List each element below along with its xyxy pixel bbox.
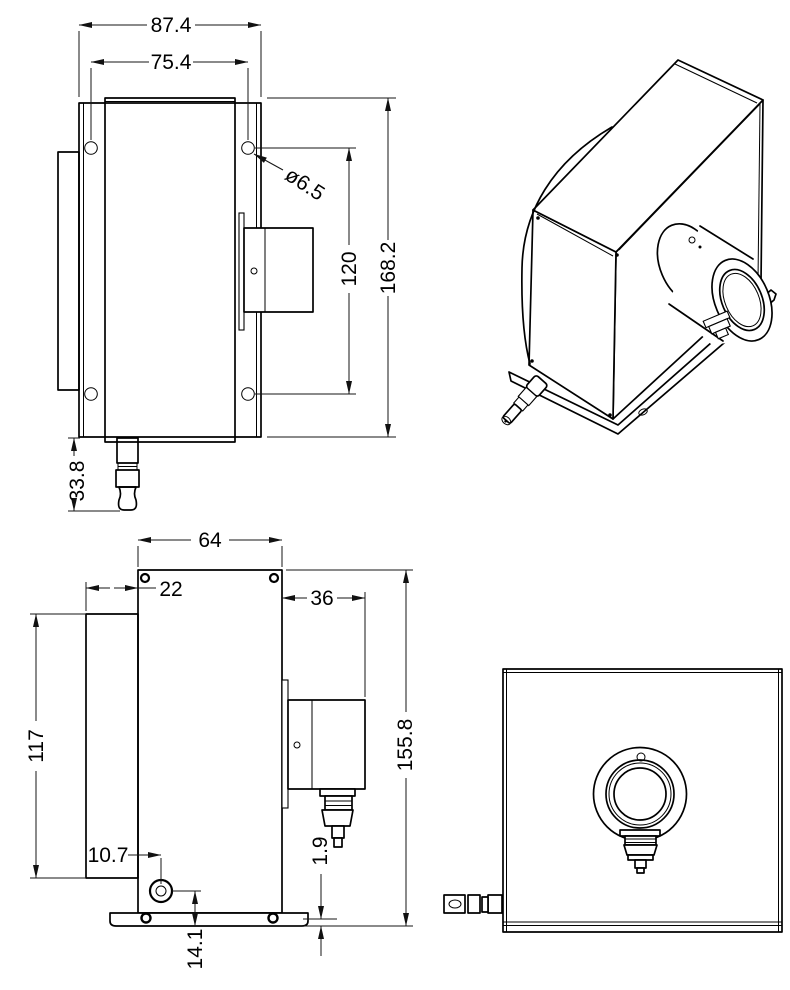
dim-label: ø6.5 bbox=[281, 163, 329, 205]
flange-index-hole bbox=[688, 236, 696, 244]
screw-hole bbox=[268, 572, 280, 584]
mounting-hole bbox=[84, 387, 98, 401]
dim-lens-depth: 36 bbox=[281, 587, 366, 697]
iso-gland bbox=[702, 310, 731, 340]
dim-label: 155.8 bbox=[394, 719, 417, 772]
dim-label: 33.8 bbox=[66, 461, 89, 502]
dim-label: 75.4 bbox=[151, 51, 192, 74]
lens-bore-circle bbox=[613, 767, 667, 821]
lens-ring bbox=[605, 759, 675, 829]
mounting-hole bbox=[84, 141, 98, 155]
dim-label: 168.2 bbox=[377, 242, 400, 295]
dim-label: 117 bbox=[25, 729, 48, 762]
screw-hole bbox=[139, 572, 151, 584]
lens-flange-circle bbox=[592, 746, 688, 842]
iso-connector-stub bbox=[501, 375, 548, 426]
dim-label: 10.7 bbox=[88, 844, 129, 867]
dim-label: 22 bbox=[159, 578, 182, 601]
dim-front-overall-width: 87.4 bbox=[78, 14, 262, 97]
dim-side-body-width: 64 bbox=[137, 529, 283, 567]
mounting-hole bbox=[241, 141, 255, 155]
dim-label: 1.9 bbox=[309, 836, 332, 865]
iso-view bbox=[501, 59, 777, 435]
set-screw-hole bbox=[250, 267, 258, 275]
dim-plate-width: 22 bbox=[85, 578, 183, 611]
back-view bbox=[443, 668, 783, 933]
lens-bore bbox=[718, 268, 766, 332]
internal-drum-edge bbox=[520, 126, 613, 365]
dim-connector-length: 33.8 bbox=[66, 437, 120, 512]
iso-top-face bbox=[532, 59, 764, 253]
dim-front-hole-pitch-height: 120 bbox=[255, 147, 361, 395]
front-plate bbox=[104, 97, 236, 443]
dim-hole-offset-y: 14.1 bbox=[172, 890, 207, 970]
side-view: 64 22 36 117 bbox=[25, 529, 417, 969]
lens-housing-profile bbox=[238, 212, 314, 331]
dim-front-overall-height: 168.2 bbox=[267, 97, 400, 438]
dim-base-lip: 1.9 bbox=[303, 836, 337, 956]
screw-dot bbox=[530, 359, 534, 363]
dim-side-overall-height: 155.8 bbox=[250, 569, 417, 927]
back-panel bbox=[502, 668, 783, 933]
screw-dot bbox=[536, 216, 540, 220]
dim-label: 87.4 bbox=[151, 14, 192, 37]
front-view: 87.4 75.4 ø6.5 120 168.2 bbox=[57, 14, 400, 512]
mounting-hole bbox=[241, 387, 255, 401]
foot-hole bbox=[140, 912, 152, 924]
screw-dot bbox=[615, 253, 619, 257]
dim-front-hole-pitch-width: 75.4 bbox=[90, 51, 249, 140]
dim-label: 64 bbox=[198, 529, 222, 552]
dim-plate-height: 117 bbox=[25, 613, 86, 879]
back-plate-side bbox=[85, 613, 139, 879]
housing-outline bbox=[78, 102, 262, 438]
dim-label: 120 bbox=[338, 251, 361, 286]
screw-dot bbox=[608, 413, 612, 417]
dim-hole-diameter: ø6.5 bbox=[253, 153, 329, 206]
set-screw-hole bbox=[293, 741, 301, 749]
dim-label: 36 bbox=[310, 587, 333, 610]
cable-gland-back bbox=[619, 829, 661, 874]
iso-lens bbox=[656, 222, 773, 345]
foot-hole bbox=[267, 912, 279, 924]
side-connector-back bbox=[443, 894, 503, 914]
housing-outline-side bbox=[137, 569, 283, 914]
cable-gland-side bbox=[319, 788, 356, 848]
dim-label: 14.1 bbox=[184, 929, 207, 970]
flange-index-hole bbox=[636, 752, 646, 762]
cable-connector bbox=[115, 437, 140, 511]
dim-hole-offset-x: 10.7 bbox=[88, 844, 162, 884]
side-plate bbox=[57, 151, 80, 391]
base-hole bbox=[638, 408, 648, 416]
